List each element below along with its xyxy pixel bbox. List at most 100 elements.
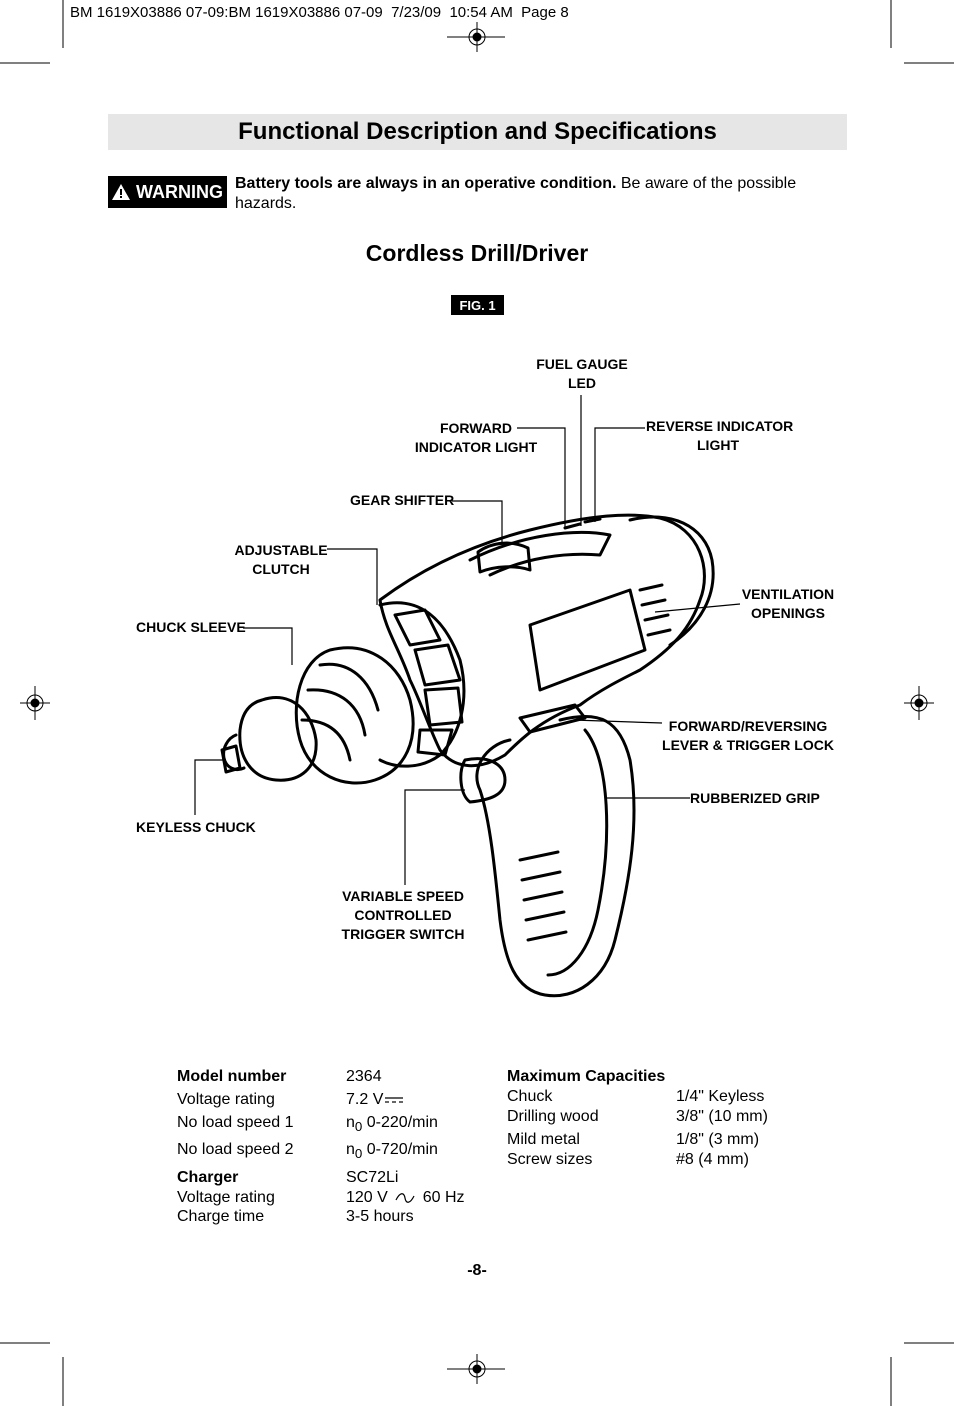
callout-line: FUEL GAUGE: [536, 356, 628, 372]
callout-fuel-gauge: FUEL GAUGE LED: [532, 355, 632, 393]
capacity-label-wood: Drilling wood: [507, 1108, 599, 1125]
callout-forward-reversing: FORWARD/REVERSING LEVER & TRIGGER LOCK: [662, 717, 834, 755]
callout-line: REVERSE INDICATOR: [646, 418, 794, 434]
capacity-value-wood: 3/8" (10 mm): [676, 1108, 768, 1125]
drill-grip-ribs: [518, 850, 568, 942]
leader-gear-shifter: [452, 500, 503, 545]
print-header: BM 1619X03886 07-09:BM 1619X03886 07-09 …: [70, 4, 569, 21]
callout-line: FORWARD/REVERSING: [668, 718, 828, 734]
capacity-value-metal: 1/8" (3 mm): [676, 1131, 760, 1148]
callout-keyless-chuck: KEYLESS CHUCK: [136, 818, 256, 837]
leader-forward-indicator: [517, 427, 566, 527]
spec-value-charger-voltage: 120 V 60 Hz: [346, 1188, 465, 1208]
spec-label-charger: Charger: [177, 1168, 238, 1188]
spec-value-voltage: 7.2 V: [346, 1090, 404, 1110]
callout-adjustable-clutch: ADJUSTABLE CLUTCH: [234, 541, 328, 579]
spec-value-sub: 0: [354, 1119, 363, 1135]
spec-value-sub: 0: [354, 1146, 363, 1162]
warning-bold-text: Battery tools are always in an operative…: [235, 175, 617, 192]
drill-chuck-sleeve: [294, 646, 415, 785]
spec-value-text: 120 V: [346, 1189, 388, 1206]
callout-line: RUBBERIZED GRIP: [690, 790, 820, 806]
callout-line: VARIABLE SPEED: [342, 888, 464, 904]
callout-gear-shifter: GEAR SHIFTER: [350, 491, 455, 510]
callout-rubberized-grip: RUBBERIZED GRIP: [690, 789, 820, 808]
leader-ventilation: [654, 603, 741, 613]
spec-value-prefix: n: [346, 1141, 355, 1158]
callout-line: KEYLESS CHUCK: [136, 819, 256, 835]
drill-grip-inner: [546, 728, 609, 977]
callout-chuck-sleeve: CHUCK SLEEVE: [136, 618, 246, 637]
page-number: -8-: [467, 1262, 487, 1279]
callout-reverse-indicator: REVERSE INDICATOR LIGHT: [646, 417, 794, 455]
leader-reverse-indicator: [594, 427, 645, 522]
warning-triangle-icon: [112, 184, 130, 200]
callout-line: CONTROLLED: [354, 907, 452, 923]
drill-rear-cap: [628, 515, 715, 647]
product-subtitle: Cordless Drill/Driver: [365, 240, 589, 266]
callout-line: TRIGGER SWITCH: [341, 926, 465, 942]
capacity-label-metal: Mild metal: [507, 1131, 580, 1148]
spec-value-speed1: n0 0-220/min: [346, 1113, 438, 1137]
capacity-value-screw: #8 (4 mm): [676, 1151, 749, 1168]
capacity-label-screw: Screw sizes: [507, 1151, 593, 1168]
spec-label-charge-time: Charge time: [177, 1208, 265, 1225]
capacity-label-chuck: Chuck: [507, 1088, 553, 1105]
capacity-value-chuck: 1/4" Keyless: [676, 1088, 765, 1105]
drill-direction-lever: [518, 703, 587, 734]
spec-value-text: 0-720/min: [362, 1141, 438, 1158]
drill-gear-shifter: [476, 541, 532, 574]
drill-clutch-ring: [378, 601, 466, 768]
spec-value-charger: SC72Li: [346, 1169, 399, 1186]
spec-label-text: Charger: [177, 1169, 239, 1186]
warning-label: WARNING: [136, 181, 223, 202]
spec-label-model: Model number: [177, 1067, 286, 1087]
warning-text: Battery tools are always in an operative…: [235, 174, 847, 214]
callout-forward-indicator: FORWARD INDICATOR LIGHT: [412, 419, 540, 457]
spec-label-charger-voltage: Voltage rating: [177, 1189, 275, 1206]
spec-value-text: 7.2 V: [346, 1091, 384, 1108]
drill-chuck-nose: [238, 696, 318, 782]
capacities-heading-text: Maximum Capacities: [507, 1068, 666, 1085]
callout-line: CHUCK SLEEVE: [136, 619, 246, 635]
spec-label-text: Model number: [177, 1068, 287, 1085]
drill-trigger: [459, 757, 507, 804]
leader-variable-speed: [404, 789, 465, 885]
spec-value-suffix: 60 Hz: [422, 1189, 465, 1206]
registration-mark-left: [20, 686, 50, 720]
callout-line: CLUTCH: [252, 561, 310, 577]
spec-label-speed1: No load speed 1: [177, 1114, 294, 1131]
spec-label-speed2: No load speed 2: [177, 1141, 294, 1158]
leader-forward-reversing: [572, 719, 663, 724]
warning-body-text: Be aware of the possible hazards.: [235, 175, 797, 212]
drill-side-panel: [528, 588, 647, 692]
section-title-bar: Functional Description and Specification…: [108, 114, 847, 150]
spec-value-text: 0-220/min: [362, 1114, 438, 1131]
callout-line: INDICATOR LIGHT: [414, 439, 538, 455]
warning-badge: WARNING: [108, 176, 227, 208]
leader-keyless-chuck: [194, 759, 226, 815]
registration-mark-bottom: [447, 1354, 505, 1384]
callout-ventilation: VENTILATION OPENINGS: [740, 585, 836, 623]
section-title: Functional Description and Specification…: [238, 118, 717, 145]
callout-line: LED: [568, 375, 596, 391]
callout-line: FORWARD: [439, 420, 513, 436]
callout-line: LEVER & TRIGGER LOCK: [662, 737, 834, 753]
callout-line: ADJUSTABLE: [234, 542, 328, 558]
registration-mark-top: [447, 22, 505, 52]
callout-line: VENTILATION: [741, 586, 835, 602]
registration-mark-right: [904, 686, 934, 720]
drill-vents: [638, 583, 672, 637]
callout-line: GEAR SHIFTER: [350, 492, 455, 508]
leader-adjustable-clutch: [327, 548, 378, 605]
callout-line: LIGHT: [697, 437, 739, 453]
spec-value-model: 2364: [346, 1068, 382, 1085]
ac-symbol-icon: [395, 1192, 415, 1203]
spec-label-voltage: Voltage rating: [177, 1091, 275, 1108]
callout-line: OPENINGS: [751, 605, 825, 621]
dc-symbol-icon: [385, 1097, 404, 1103]
drill-bit-tip: [220, 744, 242, 774]
leader-chuck-sleeve: [243, 627, 293, 665]
